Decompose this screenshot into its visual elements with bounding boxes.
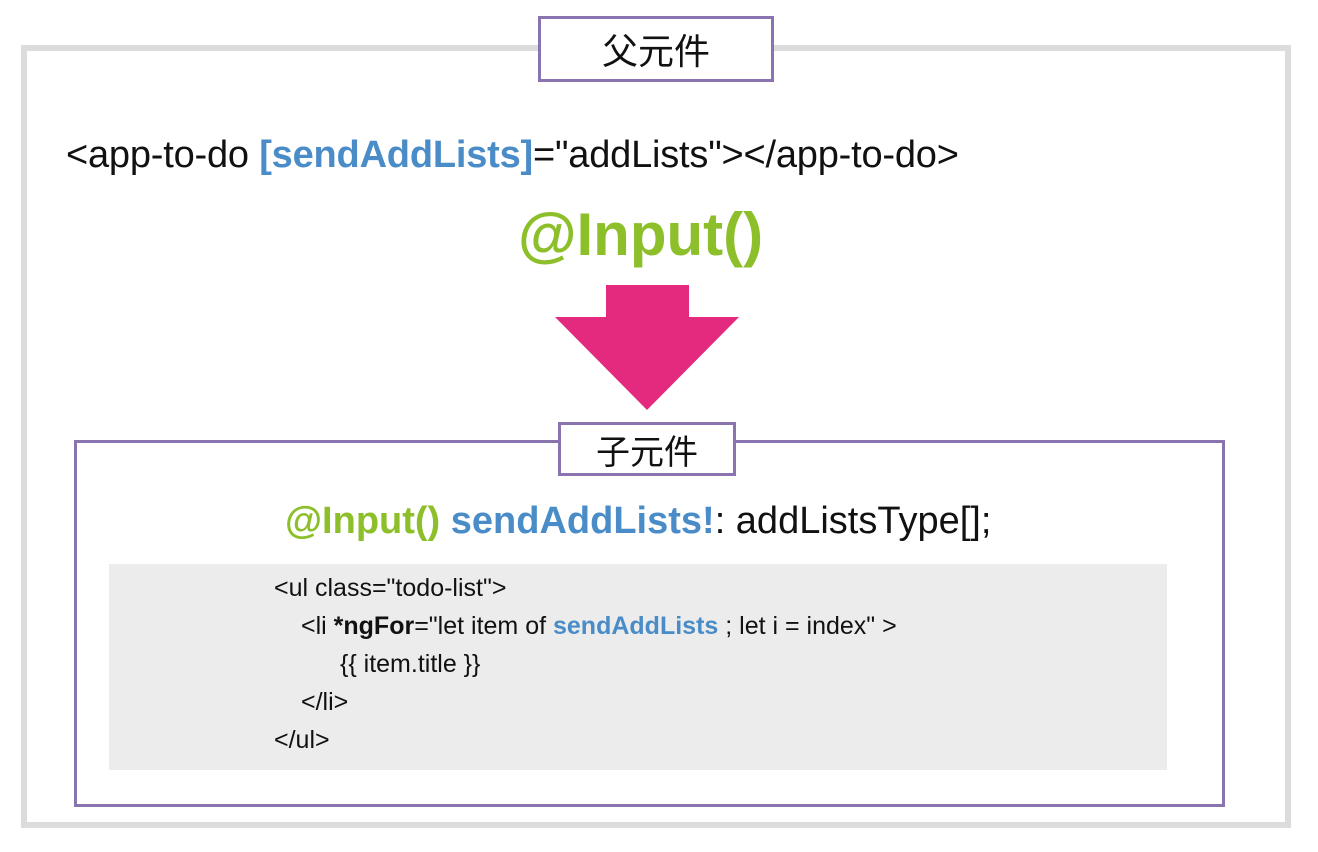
child-property-type: : addListsType[]; [714, 500, 992, 542]
ngfor-expression-end: ; let i = index" > [718, 612, 897, 640]
parent-label-text: 父元件 [601, 32, 710, 73]
child-input-property: sendAddLists! [450, 500, 715, 542]
child-component-label: 子元件 [558, 422, 736, 476]
parent-component-label: 父元件 [538, 16, 774, 82]
down-arrow-icon [555, 285, 739, 410]
down-arrow-shape [555, 285, 739, 410]
ngfor-expression-start: ="let item of [414, 612, 553, 640]
ngfor-directive: *ngFor [333, 612, 415, 640]
input-decorator-label: @Input() [518, 201, 764, 268]
child-template-panel [109, 564, 1167, 770]
code-line-li-open: <li *ngFor="let item of sendAddLists ; l… [301, 612, 897, 641]
binding-assignment: ="addLists"></app-to-do> [532, 134, 959, 176]
li-open-tag: <li [301, 612, 334, 640]
parent-template-code: <app-to-do [sendAddLists]="addLists"></a… [66, 134, 959, 177]
child-label-text: 子元件 [596, 432, 698, 473]
child-input-declaration: @Input() sendAddLists!: addListsType[]; [285, 500, 991, 543]
child-decorator: @Input() [285, 500, 441, 542]
property-binding: [sendAddLists] [259, 134, 533, 176]
code-line-ul-close: </ul> [274, 726, 330, 754]
parent-open-tag: <app-to-do [66, 134, 260, 176]
ngfor-iterable: sendAddLists [553, 612, 719, 640]
code-line-interpolation: {{ item.title }} [340, 650, 481, 678]
code-line-li-close: </li> [301, 688, 349, 716]
code-line-ul-open: <ul class="todo-list"> [274, 574, 507, 602]
